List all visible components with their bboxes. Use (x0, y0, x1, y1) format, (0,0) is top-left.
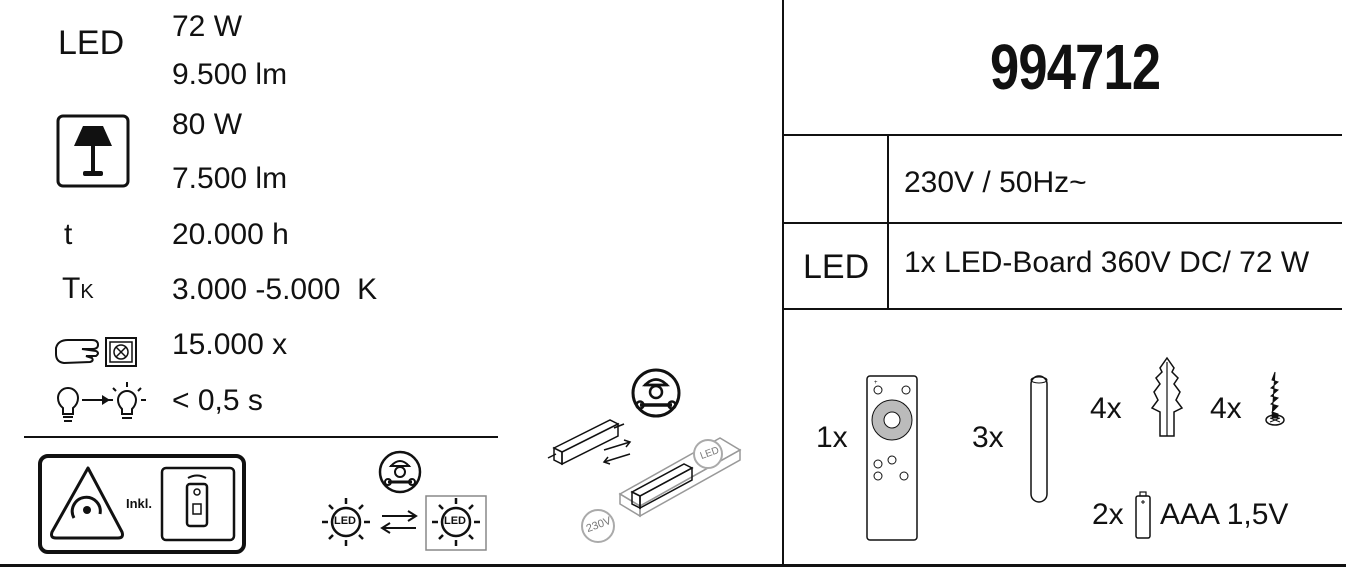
battery-label: AAA 1,5V (1160, 498, 1289, 531)
model-number: 994712 (990, 31, 1161, 103)
screw-qty: 4x (1210, 392, 1242, 425)
equiv-power: 80 W (172, 108, 243, 141)
table-line-3 (784, 308, 1342, 310)
wall-plug-icon (1150, 356, 1184, 437)
screw-icon (1265, 371, 1285, 426)
equiv-lumen: 7.500 lm (172, 162, 288, 195)
table-line-1 (784, 134, 1342, 136)
table-line-2 (784, 222, 1342, 224)
battery-icon (1135, 491, 1151, 539)
table-inner-divider (887, 134, 889, 309)
vertical-divider (782, 0, 784, 566)
remote-qty: 1x (816, 421, 848, 454)
led-row-value: 1x LED-Board 360V DC/ 72 W (904, 246, 1310, 279)
warmup-bulb-icon (56, 382, 146, 422)
led-label: LED (58, 24, 125, 62)
led-small-label-1: LED (334, 515, 356, 527)
led-lumen: 9.500 lm (172, 58, 288, 91)
technician-icon-large (631, 368, 681, 418)
led-row-label: LED (803, 248, 870, 286)
left-section-divider (24, 436, 498, 438)
dowel-qty: 4x (1090, 392, 1122, 425)
led-power: 72 W (172, 10, 243, 43)
remote-dimmer-badge (38, 454, 246, 554)
rod-icon (1030, 375, 1048, 503)
technician-icon-small (378, 450, 422, 494)
led-small-label-2: LED (444, 515, 466, 527)
lifetime-value: 20.000 h (172, 218, 289, 251)
lamp-icon (56, 114, 130, 188)
colortemp-label-sub: K (80, 281, 94, 303)
lifetime-label: t (64, 218, 73, 251)
colortemp-label-main: T (62, 272, 81, 305)
rod-qty: 3x (972, 421, 1004, 454)
remote-control-icon: + (866, 375, 918, 541)
colortemp-value: 3.000 -5.000 K (172, 273, 378, 306)
switch-cycles: 15.000 x (172, 328, 288, 361)
battery-qty: 2x (1092, 498, 1124, 531)
driver-exchange-illustration (547, 419, 742, 543)
voltage-value: 230V / 50Hz~ (904, 166, 1087, 199)
bottom-border (0, 564, 1346, 567)
remote-incl-label: Inkl. (126, 496, 153, 511)
warmup-time: < 0,5 s (172, 384, 263, 417)
colortemp-label: TK (62, 272, 94, 306)
switch-hand-icon (55, 337, 137, 367)
led-exchange-icon (322, 495, 487, 551)
svg-text:+: + (874, 380, 878, 386)
